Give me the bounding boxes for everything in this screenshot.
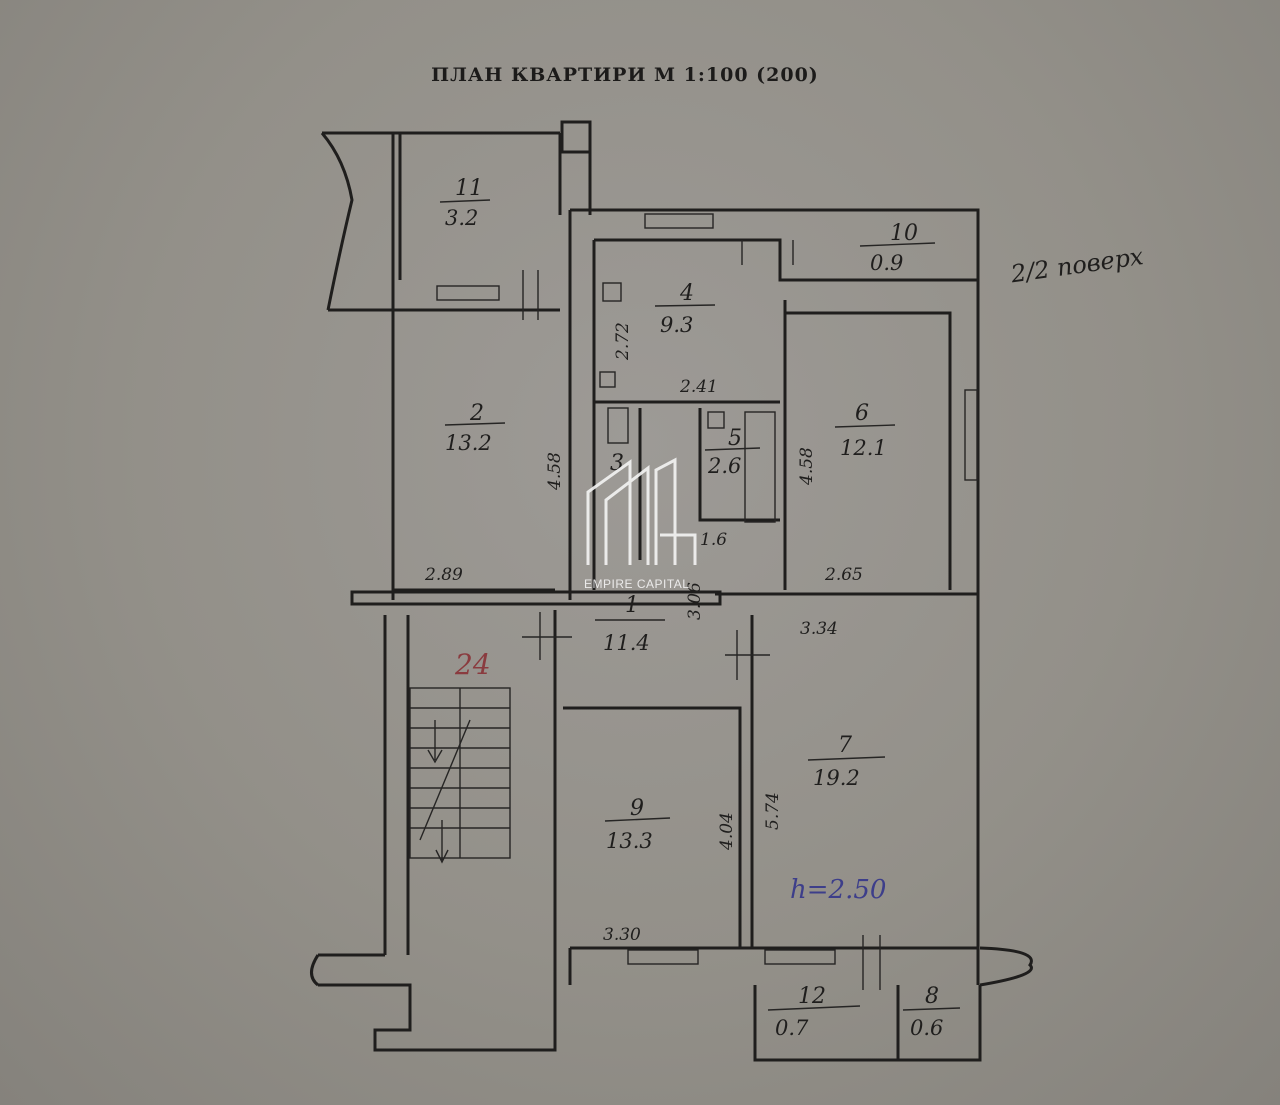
room-1-label: 1 11.4: [595, 593, 665, 655]
walls: [310, 120, 1033, 1062]
svg-text:10: 10: [890, 221, 918, 246]
room-8-label: 8 0.6: [902, 984, 961, 1040]
watermark-text: EMPIRE CAPITAL: [584, 577, 689, 591]
room-4-label: 4 9.3: [654, 281, 716, 337]
room-labels: 11 3.2 10 0.9 4 9.3 2 13.2 5: [439, 176, 961, 1040]
room-12-label: 12 0.7: [767, 984, 861, 1040]
svg-text:9: 9: [630, 796, 644, 821]
svg-text:2.89: 2.89: [424, 565, 463, 585]
empire-capital-logo: EMPIRE CAPITAL: [584, 457, 697, 591]
svg-text:13.3: 13.3: [606, 829, 653, 853]
svg-text:4.58: 4.58: [545, 452, 565, 491]
svg-text:4.04: 4.04: [717, 812, 737, 851]
svg-text:9.3: 9.3: [660, 313, 693, 337]
svg-text:3.34: 3.34: [800, 619, 838, 639]
room-7-label: 7 19.2: [807, 733, 886, 790]
ceiling-height-note: h=2.50: [790, 875, 886, 905]
svg-text:2: 2: [469, 401, 484, 426]
svg-text:3.06: 3.06: [685, 582, 705, 620]
svg-text:0.7: 0.7: [775, 1016, 809, 1040]
red-note: 24: [454, 648, 491, 681]
floor-note: 2/2 поверх: [1008, 242, 1145, 288]
svg-text:0.6: 0.6: [910, 1016, 943, 1040]
svg-text:3.2: 3.2: [445, 206, 478, 230]
room-11-label: 11 3.2: [439, 176, 491, 230]
svg-text:4: 4: [679, 281, 694, 306]
plan-title: ПЛАН КВАРТИРИ М 1:100 (200): [431, 64, 819, 86]
svg-text:1.6: 1.6: [700, 530, 727, 550]
svg-text:2.65: 2.65: [824, 565, 863, 585]
room-5-label: 5 2.6: [704, 426, 761, 478]
svg-text:5.74: 5.74: [763, 792, 783, 830]
svg-text:7: 7: [838, 733, 852, 758]
svg-text:12.1: 12.1: [840, 436, 887, 460]
room-10-label: 10 0.9: [859, 221, 936, 275]
room-9-label: 9 13.3: [604, 796, 671, 853]
svg-text:2.6: 2.6: [707, 454, 741, 478]
svg-text:6: 6: [855, 401, 869, 426]
svg-text:8: 8: [925, 984, 939, 1009]
svg-text:12: 12: [798, 984, 826, 1009]
svg-text:0.9: 0.9: [870, 251, 903, 275]
svg-text:3.30: 3.30: [603, 925, 641, 945]
room-2-label: 2 13.2: [444, 401, 506, 455]
svg-text:2.72: 2.72: [613, 322, 633, 361]
dimension-labels: 2.72 2.41 4.58 2.89 4.58 2.65 1.6 3.06 3…: [424, 322, 863, 945]
svg-text:4.58: 4.58: [797, 447, 817, 486]
svg-text:19.2: 19.2: [813, 766, 860, 790]
room-6-label: 6 12.1: [834, 401, 896, 460]
svg-text:13.2: 13.2: [445, 431, 492, 455]
svg-text:5: 5: [728, 426, 742, 451]
svg-text:2.41: 2.41: [679, 377, 718, 397]
svg-text:1: 1: [625, 593, 639, 618]
svg-text:11: 11: [455, 176, 483, 201]
svg-text:11.4: 11.4: [603, 631, 650, 655]
